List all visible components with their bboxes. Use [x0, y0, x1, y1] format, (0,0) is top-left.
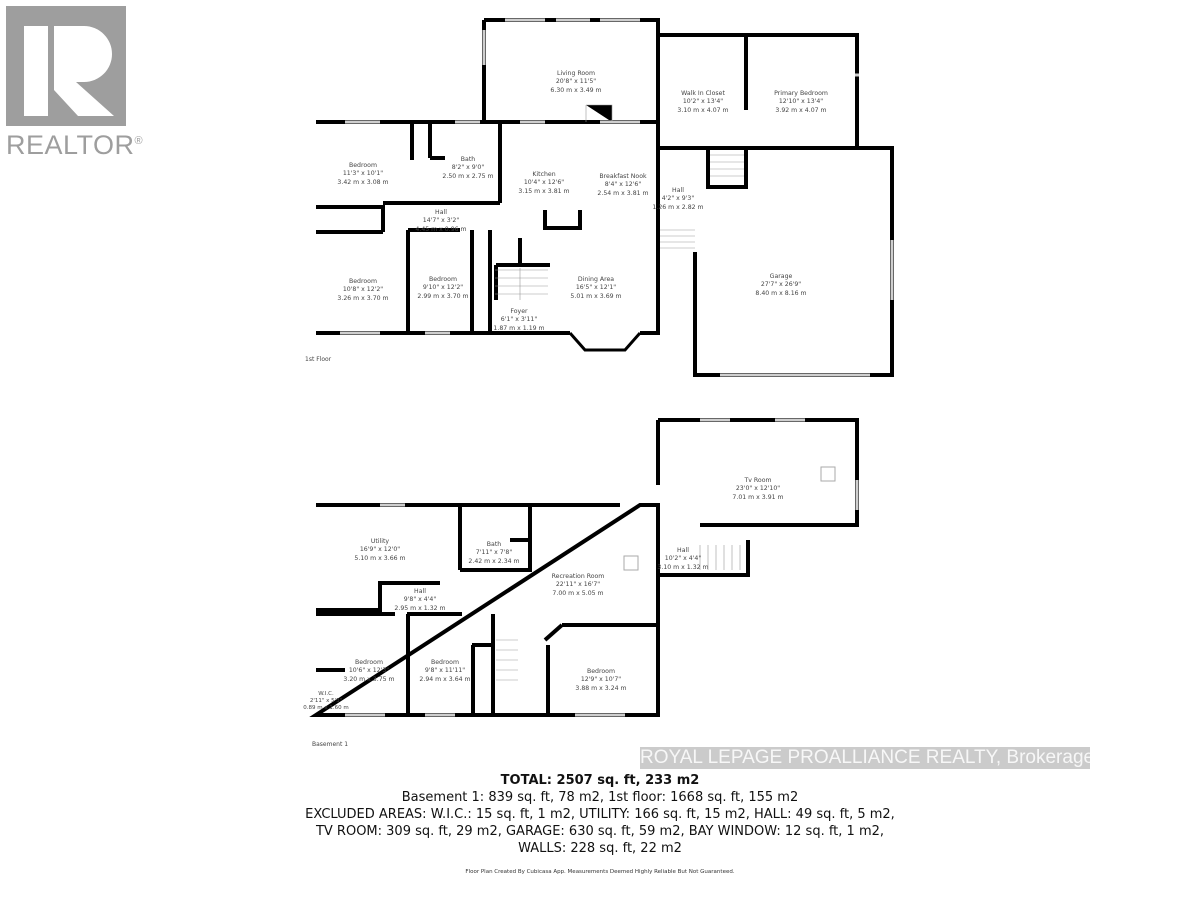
- brokerage-watermark: ROYAL LEPAGE PROALLIANCE REALTY, Brokera…: [640, 747, 1090, 769]
- room-wic: W.I.C.2'11" x 5'3"0.89 m x 1.60 m: [303, 691, 349, 711]
- floor-areas: Basement 1: 839 sq. ft, 78 m2, 1st floor…: [401, 790, 799, 805]
- first-floor-walls: [316, 18, 894, 377]
- first-floor-label: 1st Floor: [305, 356, 332, 363]
- bay-window: [568, 332, 642, 352]
- area-summary: TOTAL: 2507 sq. ft, 233 m2 Basement 1: 8…: [0, 772, 1200, 857]
- registered-mark: ®: [134, 135, 144, 147]
- realtor-logo-text: REALTOR: [6, 130, 135, 160]
- walls-area: WALLS: 228 sq. ft, 22 m2: [518, 841, 682, 856]
- floor-plan-drawing: [309, 18, 894, 717]
- realtor-r-icon: [6, 6, 126, 126]
- realtor-logo: REALTOR®: [6, 6, 143, 161]
- basement-walls: [309, 418, 859, 717]
- basement-windows: [345, 418, 859, 717]
- fireplace-icon: [623, 555, 639, 571]
- excluded-areas-2: TV ROOM: 309 sq. ft, 29 m2, GARAGE: 630 …: [315, 824, 885, 839]
- windows: [340, 18, 894, 377]
- basement-stairs: [496, 545, 741, 681]
- excluded-areas-1: EXCLUDED AREAS: W.I.C.: 15 sq. ft, 1 m2,…: [305, 807, 895, 822]
- fireplace-icon: [820, 466, 836, 482]
- basement-label: Basement 1: [312, 741, 349, 748]
- total-area: TOTAL: 2507 sq. ft, 233 m2: [500, 773, 700, 788]
- footer-disclaimer: Floor Plan Created By Cubicasa App. Meas…: [465, 869, 735, 875]
- stairs: [495, 104, 744, 300]
